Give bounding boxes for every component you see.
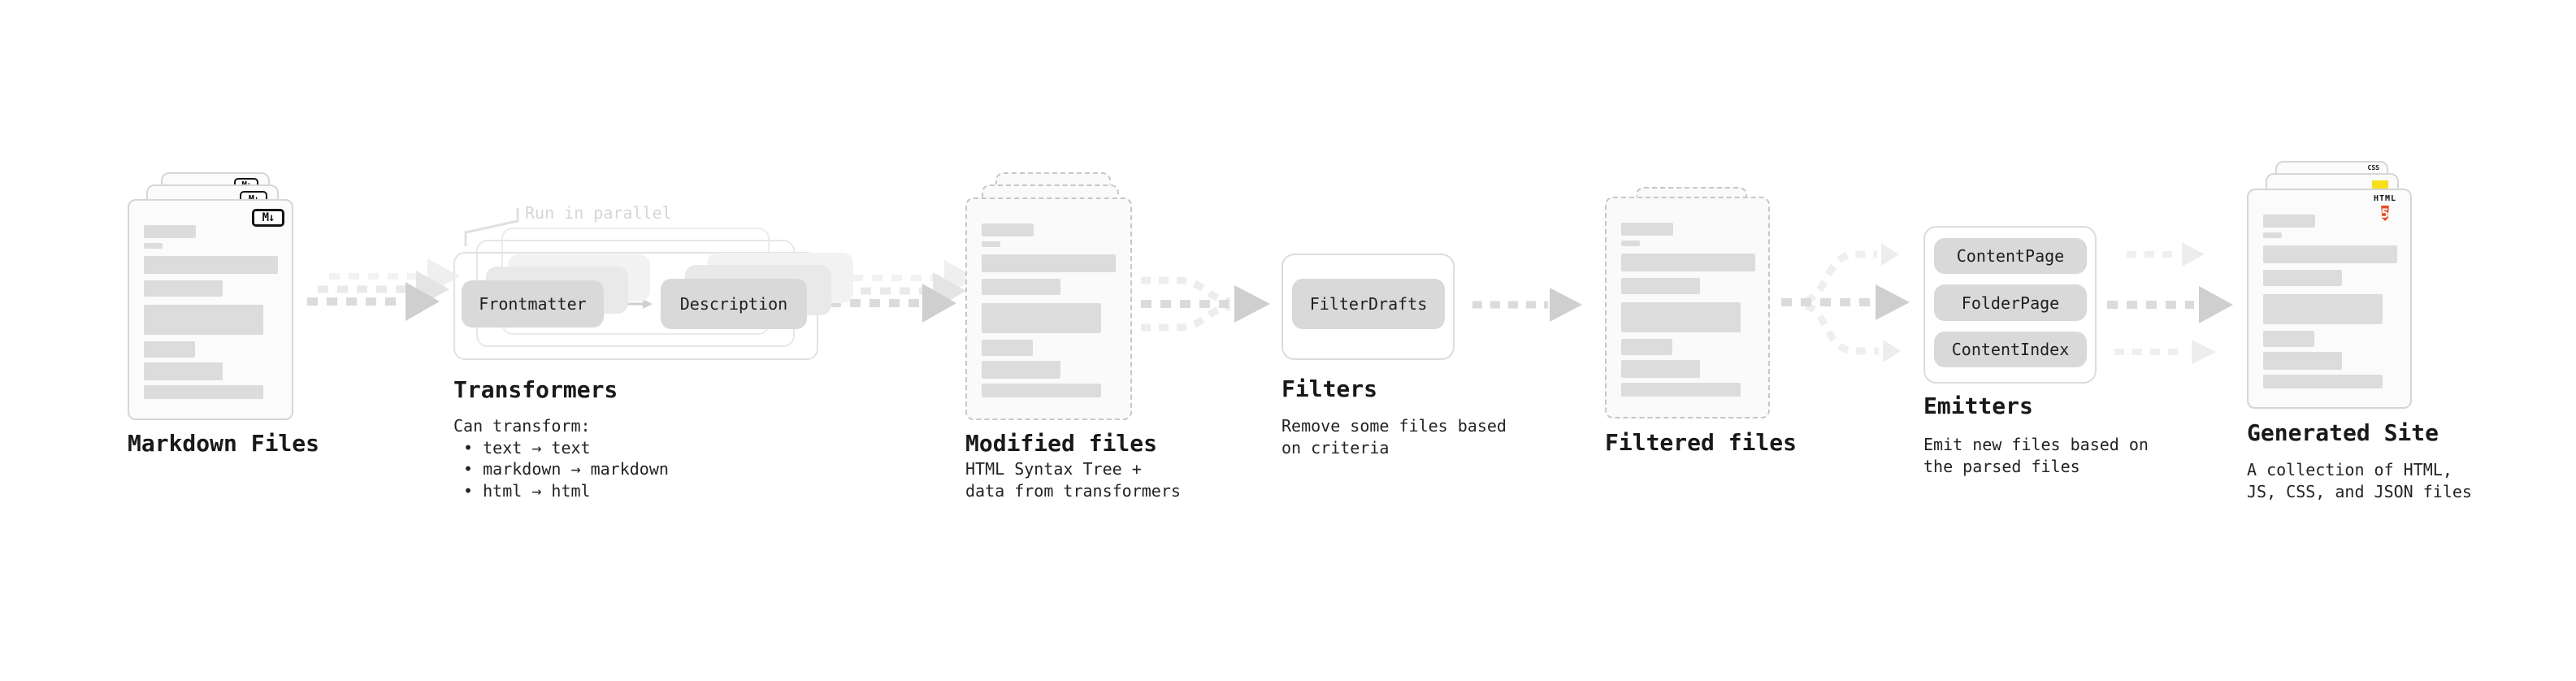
modified-files-subtitle: HTML Syntax Tree + data from transformer… [965,459,1181,501]
html5-shield: 5 [2381,206,2389,221]
css-badge-label: CSS [2367,164,2379,171]
contentindex-pill: ContentIndex [1934,332,2087,367]
filters-subtitle: Remove some files based on criteria [1281,416,1507,458]
markdown-icon: M↓ [252,209,284,227]
filtered-doc-front [1605,197,1770,419]
generated-site-subtitle: A collection of HTML, JS, CSS, and JSON … [2247,460,2472,501]
doc-skeleton-bars [967,199,1130,419]
transformers-title: Transformers [453,376,618,403]
generated-doc-html: HTML 5 [2247,189,2412,409]
arrow-filters-to-filtered [1472,288,1582,322]
arrow-filtered-to-emitters [1781,243,1910,362]
css-badge-icon: CSS [2368,165,2379,171]
note-line: • text → text [453,437,591,458]
note-line: • html → html [453,480,591,501]
note-line: Can transform: [453,416,591,436]
folderpage-pill: FolderPage [1934,284,2087,321]
js-badge-icon [2372,180,2388,189]
doc-skeleton-bars [129,201,292,419]
emitters-subtitle: Emit new files based on the parsed files [1923,435,2149,476]
arrow-modified-to-filters [1141,276,1270,332]
frontmatter-pill: Frontmatter [462,280,604,327]
emitters-title: Emitters [1923,393,2033,419]
markdown-files-label: Markdown Files [128,430,320,457]
html5-badge-label: HTML [2373,194,2397,203]
arrow-emitters-to-generated [2107,242,2233,364]
run-in-parallel-callout: Run in parallel [525,203,672,223]
transformers-notes: Can transform: • text → text • markdown … [453,415,669,501]
filterdrafts-pill: FilterDrafts [1292,279,1445,329]
doc-skeleton-bars [2249,190,2410,407]
modified-files-label: Modified files [965,430,1158,457]
filters-title: Filters [1281,375,1378,402]
doc-skeleton-bars [1607,198,1768,417]
contentpage-pill: ContentPage [1934,238,2087,274]
arrow-markdown-to-transformers [307,258,460,321]
description-pill: Description [661,279,807,329]
markdown-doc-front: M↓ [128,199,293,420]
filtered-files-label: Filtered files [1605,429,1798,456]
html5-badge-icon: HTML 5 [2369,194,2401,224]
modified-doc-front [965,197,1132,420]
note-line: • markdown → markdown [453,459,669,479]
generated-site-label: Generated Site [2247,419,2439,446]
